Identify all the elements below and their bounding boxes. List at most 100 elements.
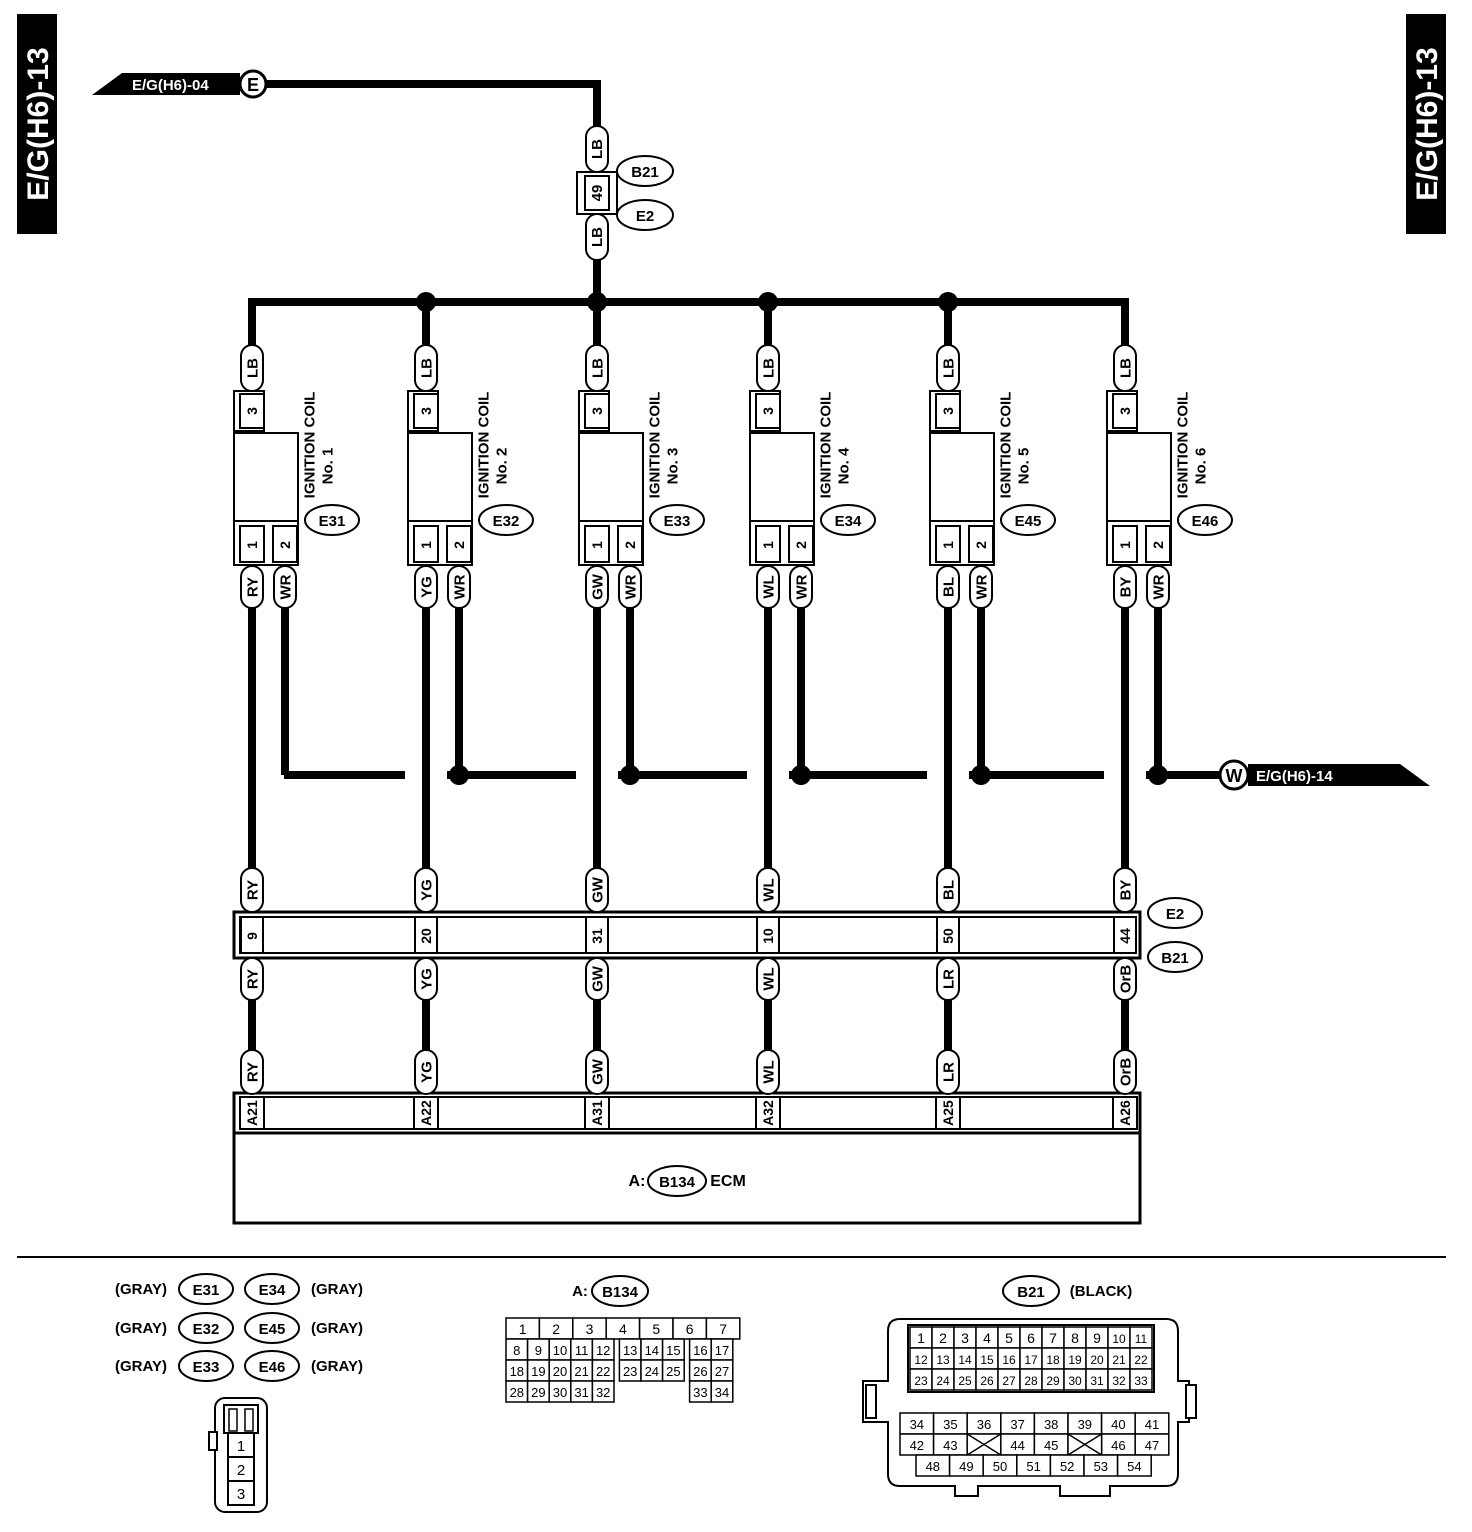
coil-pin3-text: 3 [760,407,776,415]
b21-pin-label: 22 [1134,1353,1148,1367]
b21-pin-label: 51 [1026,1459,1040,1474]
b134-pin-label: 27 [715,1364,729,1379]
b134-pin-label: 30 [553,1385,567,1400]
junction-top-color-tag [756,867,780,913]
junction-top-color-text: YG [418,879,435,901]
feed-connector-b21-oval [616,155,674,187]
ecm-pin-box [755,1096,781,1130]
legend-b21-text: B21 [1017,1284,1045,1301]
junction-dot [791,765,811,785]
junction-dot [620,765,640,785]
b21-pin-label: 26 [980,1374,994,1388]
junction-pin-text: 20 [418,928,434,944]
b21-pin-label: 12 [914,1353,928,1367]
b134-pin-label: 22 [596,1364,610,1379]
coil-pin2-box [617,525,643,563]
junction-dot [416,292,436,312]
coil-connector-oval [649,504,705,536]
coil-pin2-text: 2 [793,541,809,549]
b21-pin-label: 31 [1090,1374,1104,1388]
coil-supply-color-text: LB [589,358,606,378]
b134-pin-label: 16 [693,1343,707,1358]
legend-connector-oval [178,1312,234,1344]
coil-body [233,432,299,522]
junction-dot [971,765,991,785]
ecm-pin-box [1112,1096,1138,1130]
coil-pin2-box [968,525,994,563]
junction-bottom-color-text: WL [760,967,777,990]
legend-connector-oval [244,1273,300,1305]
coil-face-pin: 2 [237,1462,245,1479]
feed-connector-b21-text: B21 [631,164,659,181]
b134-pin-label: 6 [686,1321,694,1337]
coil-pin3-text: 3 [1117,407,1133,415]
junction-dot [1148,765,1168,785]
feed-arrow: E/G(H6)-04 E [92,69,268,99]
legend-connector-oval [178,1273,234,1305]
legend-note: (GRAY) [115,1358,167,1375]
legend-connector-text: E34 [259,1282,286,1299]
ecm-name: ECM [710,1173,746,1190]
b21-pin-label: 11 [1135,1332,1148,1346]
feed-connector: LB 49 LB B21 E2 [576,125,674,261]
junction-pin-text: 50 [940,928,956,944]
ecm-pin-color-tag [240,1049,264,1095]
coil-body [1106,432,1172,522]
b134-pin-label: 7 [719,1321,727,1337]
legend-connector-oval [244,1350,300,1382]
b21-pin-label: 23 [914,1374,928,1388]
coil-pin1-text: 1 [589,541,605,549]
coil-pin3-text: 3 [418,407,434,415]
junction-pin-box [1113,916,1137,954]
legend-b21-note: (BLACK) [1070,1283,1132,1300]
legend-b21-oval [1002,1275,1060,1307]
from-symbol-text: E [247,75,259,95]
coil-number: No. 3 [664,448,681,485]
junction-b21-oval [1147,941,1203,973]
b134-pin-label: 17 [715,1343,729,1358]
coil-body [929,432,995,522]
b21-pin-label: 45 [1044,1438,1058,1453]
coil-supply-color-text: LB [760,358,777,378]
b134-pin-label: 34 [715,1385,729,1400]
coil-ground-color-text: WR [1150,574,1167,599]
coil-ground-color-text: WR [793,574,810,599]
b21-pin-label: 38 [1044,1417,1058,1432]
b21-pin-label: 37 [1010,1417,1024,1432]
coil-connector-text: E46 [1192,513,1219,530]
junction-top-color-text: WL [760,878,777,901]
ecm-pin-color-tag [1113,1049,1137,1095]
coil-number: No. 5 [1015,448,1032,485]
b21-pin-label: 16 [1002,1353,1016,1367]
feed-color-top-text: LB [589,139,606,159]
b21-pin-label: 18 [1046,1353,1060,1367]
b21-pin-label: 24 [936,1374,950,1388]
junction-top-color-tag [585,867,609,913]
junction-pin-text: 44 [1117,928,1133,944]
coil-pin1-text: 1 [940,541,956,549]
coil-connector-text: E33 [664,513,691,530]
b21-pin-label: 25 [958,1374,972,1388]
coil-pin1-box [755,525,781,563]
b21-pin-label: 50 [993,1459,1007,1474]
coil-pin2-box [272,525,298,563]
coil-supply-color-text: LB [244,358,261,378]
b21-pin-label: 6 [1027,1330,1035,1346]
junction-e2-oval [1147,897,1203,929]
b21-pin-label: 47 [1145,1438,1159,1453]
page-label-right: E/G(H6)-13 [1406,14,1446,234]
coil-signal-color-text: BL [940,577,957,597]
ecm-pin-strip-inner [239,1096,1135,1130]
legend-note: (GRAY) [311,1281,363,1298]
ecm-pin-color-tag [414,1049,438,1095]
coil-pin2-box [788,525,814,563]
b134-pin-label: 15 [666,1343,680,1358]
